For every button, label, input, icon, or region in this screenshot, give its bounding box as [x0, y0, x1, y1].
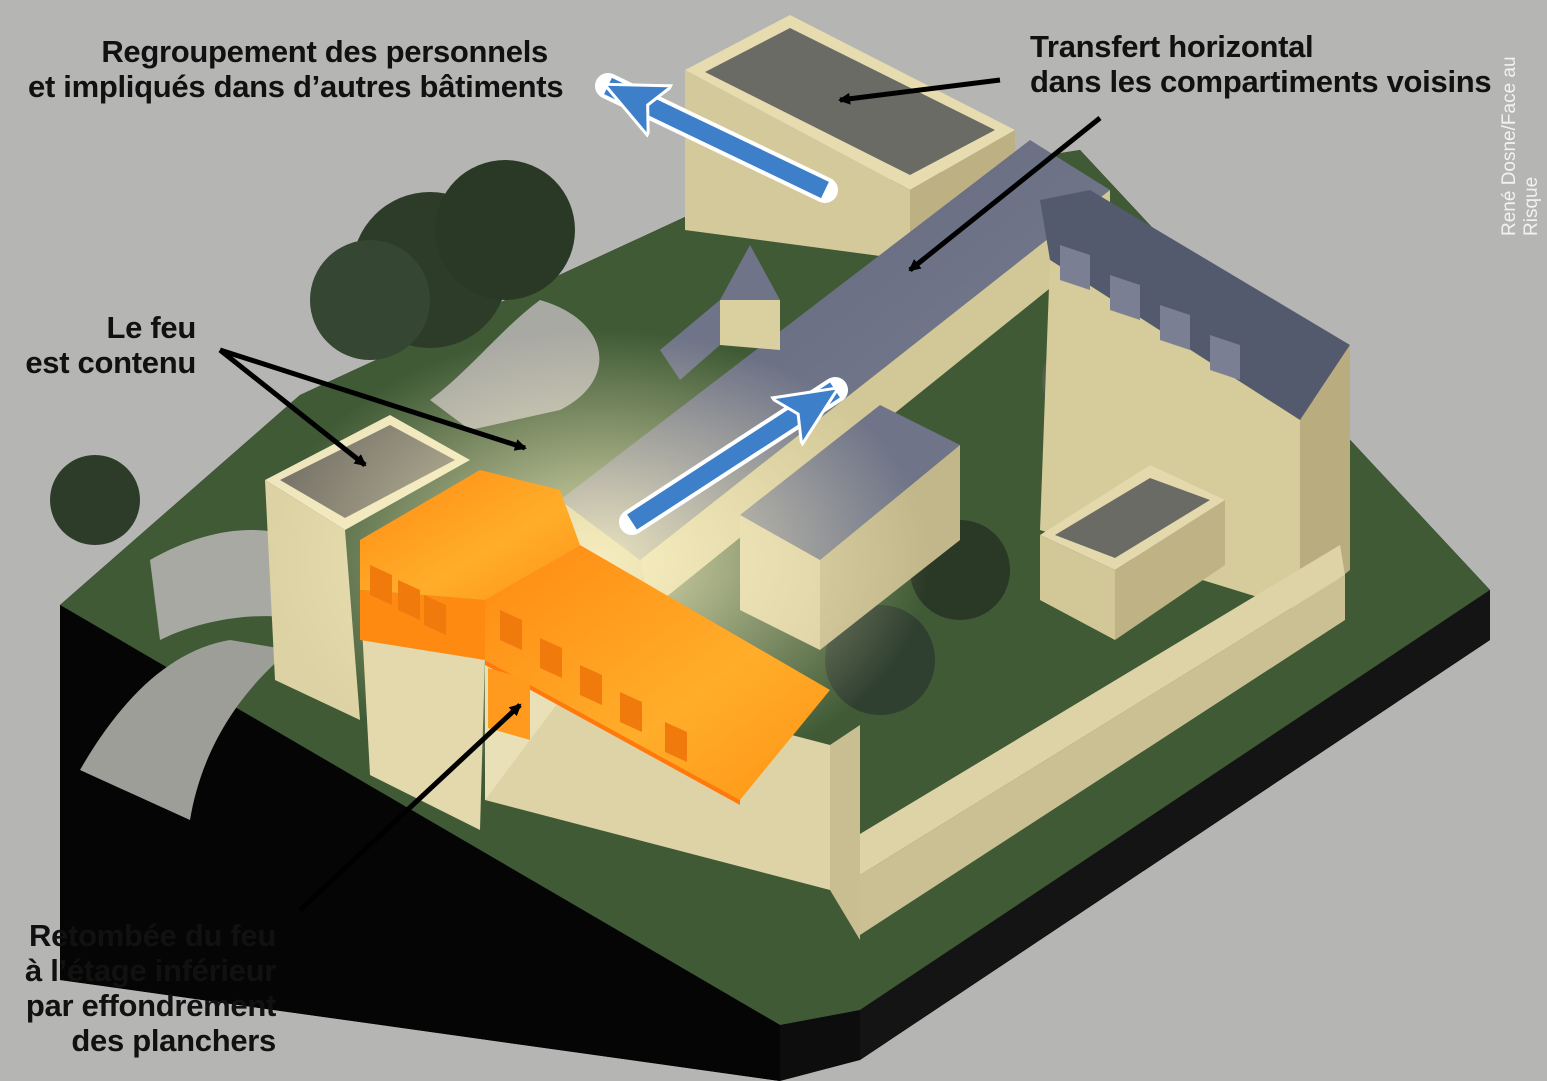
- arrow-to-lower-floor: [298, 703, 522, 912]
- label-line: Regroupement des personnels: [101, 34, 548, 69]
- label-transfert: Transfert horizontal dans les compartime…: [1030, 29, 1492, 99]
- arrow-to-back-tower: [838, 77, 1001, 105]
- arrow-to-firewall: [219, 347, 527, 451]
- label-line: est contenu: [25, 345, 196, 380]
- trees: [50, 160, 1138, 715]
- label-line: dans les compartiments voisins: [1030, 64, 1492, 99]
- label-line: Retombée du feu: [29, 918, 276, 953]
- arrow-to-left-pavilion: [218, 348, 367, 467]
- label-line: par effondrement: [25, 988, 276, 1023]
- label-line: Transfert horizontal: [1030, 29, 1314, 64]
- label-line: à l’étage inférieur: [24, 953, 276, 988]
- label-line: Le feu: [106, 310, 197, 345]
- label-retombee: Retombée du feu à l’étage inférieur par …: [20, 918, 276, 1058]
- arrow-to-central-wing: [908, 116, 1102, 272]
- label-line: des planchers: [71, 1023, 276, 1058]
- pointer-arrows: [218, 77, 1102, 912]
- label-regroupement: Regroupement des personnels et impliqués…: [28, 34, 564, 104]
- label-line: et impliqués dans d’autres bâtiments: [28, 69, 564, 104]
- flow-arrows: [595, 73, 848, 535]
- label-feu-contenu: Le feu est contenu: [20, 310, 196, 380]
- small-block: [1040, 465, 1225, 640]
- photo-credit: René Dosne/Face au Risque: [1499, 56, 1542, 236]
- perimeter-wall: [850, 545, 1345, 935]
